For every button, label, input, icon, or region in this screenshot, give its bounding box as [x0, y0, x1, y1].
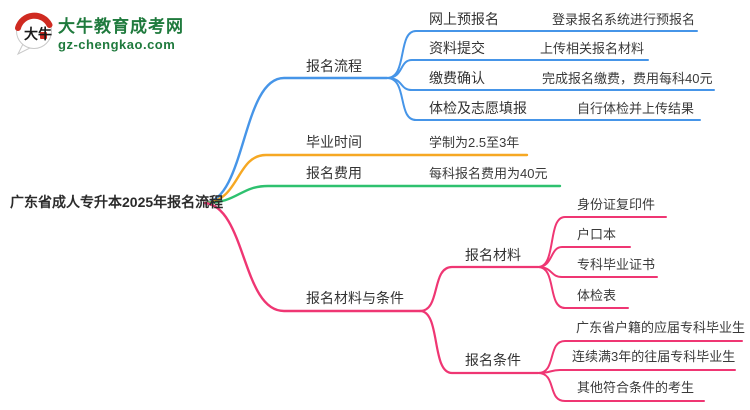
- root-node: 广东省成人专升本2025年报名流程: [10, 194, 224, 210]
- item-former-graduates: 连续满3年的往届专科毕业生: [572, 349, 736, 364]
- step-physical-and-application: 体检及志愿填报: [429, 100, 527, 116]
- detail-fee-per-subject: 每科报名费用为40元: [429, 166, 548, 181]
- group-registration-conditions: 报名条件: [465, 352, 521, 368]
- item-fresh-graduates: 广东省户籍的应届专科毕业生: [576, 320, 746, 335]
- branch-materials-conditions: 报名材料与条件: [306, 290, 404, 306]
- link-root-gradtime: [203, 153, 529, 205]
- branch-process: 报名流程: [306, 58, 362, 74]
- step-material-submission: 资料提交: [429, 40, 485, 56]
- item-household-register: 户口本: [577, 227, 617, 242]
- link-materials-reqs: [418, 309, 540, 375]
- branch-fee: 报名费用: [306, 165, 362, 181]
- step-payment-confirmation: 缴费确认: [429, 70, 485, 86]
- link-process-step4: [386, 77, 701, 121]
- detail-study-length: 学制为2.5至3年: [429, 135, 520, 150]
- item-physical-exam-form: 体检表: [577, 288, 617, 303]
- link-reqs-other: [537, 372, 705, 402]
- site-logo[interactable]: 大牛 大牛教育成考网 gz-chengkao.com: [13, 11, 184, 57]
- detail-pay-fee: 完成报名缴费，费用每科40元: [542, 71, 713, 86]
- group-registration-materials: 报名材料: [465, 247, 521, 263]
- link-root-process: [203, 76, 389, 205]
- site-name: 大牛教育成考网: [58, 17, 184, 36]
- link-root-fee: [203, 184, 562, 205]
- item-college-diploma: 专科毕业证书: [577, 257, 656, 272]
- detail-self-physical: 自行体检并上传结果: [577, 101, 695, 116]
- link-docs-physical: [537, 266, 629, 309]
- link-root-materials: [203, 201, 422, 313]
- link-materials-docs: [418, 265, 540, 313]
- item-id-card-copy: 身份证复印件: [577, 197, 656, 212]
- branch-graduation-time: 毕业时间: [306, 134, 362, 150]
- link-reqs-former: [537, 369, 736, 374]
- detail-upload-materials: 上传相关报名材料: [540, 41, 645, 56]
- site-domain: gz-chengkao.com: [58, 37, 176, 52]
- item-other-qualified: 其他符合条件的考生: [577, 380, 695, 395]
- detail-login-system: 登录报名系统进行预报名: [552, 12, 696, 27]
- logo-glyph-text: 大牛: [24, 26, 52, 42]
- step-online-preregistration: 网上预报名: [429, 11, 499, 27]
- daniu-logo-icon: 大牛: [15, 12, 53, 56]
